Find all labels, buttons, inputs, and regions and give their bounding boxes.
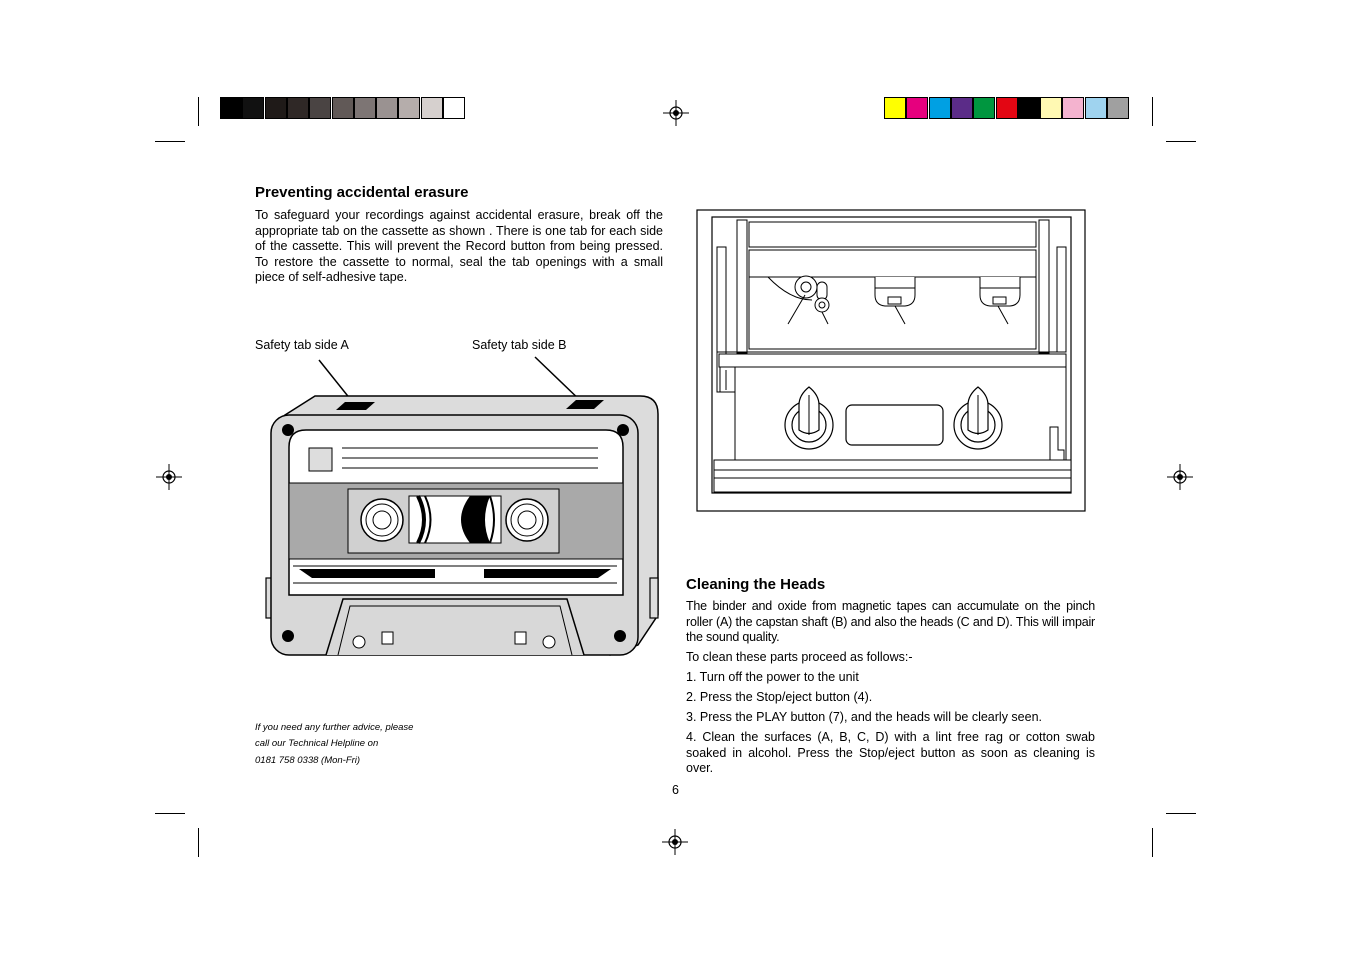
calibration-swatch xyxy=(309,97,332,119)
registration-mark-icon xyxy=(156,464,182,490)
calibration-swatch xyxy=(242,97,265,119)
calibration-swatch xyxy=(353,97,376,119)
erasure-paragraph: To safeguard your recordings against acc… xyxy=(255,208,663,284)
calibration-swatch xyxy=(443,97,465,119)
helpline-line-1: If you need any further advice, please xyxy=(255,722,414,733)
safety-tab-a-label: Safety tab side A xyxy=(255,338,349,352)
cassette-deck-heads-illustration xyxy=(696,209,1086,512)
calibration-swatch xyxy=(331,97,354,119)
crop-mark xyxy=(198,828,199,857)
calibration-swatch xyxy=(884,97,906,119)
calibration-swatch xyxy=(928,97,951,119)
crop-mark xyxy=(155,813,185,814)
safety-tab-b-label: Safety tab side B xyxy=(472,338,567,352)
registration-mark-icon xyxy=(1167,464,1193,490)
cleaning-step: 2. Press the Stop/eject button (4). xyxy=(686,690,873,704)
section-title-cleaning: Cleaning the Heads xyxy=(686,576,826,593)
calibration-swatch xyxy=(1107,97,1129,119)
calibration-swatch xyxy=(973,97,996,119)
calibration-swatch xyxy=(398,97,421,119)
helpline-line-3: 0181 758 0338 (Mon-Fri) xyxy=(255,755,361,766)
crop-mark xyxy=(198,97,199,126)
calibration-swatch xyxy=(1062,97,1085,119)
cleaning-intro: To clean these parts proceed as follows:… xyxy=(686,650,913,664)
crop-mark xyxy=(155,141,185,142)
calibration-swatch xyxy=(376,97,399,119)
calibration-swatch xyxy=(264,97,287,119)
crop-mark xyxy=(1152,97,1153,126)
calibration-swatch xyxy=(995,97,1018,119)
calibration-swatch xyxy=(1040,97,1063,119)
calibration-swatch xyxy=(906,97,929,119)
cleaning-step: 4. Clean the surfaces (A, B, C, D) with … xyxy=(686,730,1095,775)
helpline-line-2: call our Technical Helpline on xyxy=(255,738,379,749)
calibration-swatch xyxy=(950,97,973,119)
crop-mark xyxy=(1166,813,1196,814)
calibration-swatch xyxy=(220,97,242,119)
page-number: 6 xyxy=(672,783,679,797)
registration-mark-icon xyxy=(663,100,689,126)
cassette-illustration xyxy=(265,356,659,656)
cleaning-paragraph: The binder and oxide from magnetic tapes… xyxy=(686,599,1095,644)
calibration-swatch xyxy=(420,97,443,119)
registration-mark-icon xyxy=(662,829,688,855)
crop-mark xyxy=(1166,141,1196,142)
calibration-swatch xyxy=(286,97,309,119)
calibration-swatch xyxy=(1017,97,1040,119)
cleaning-step: 1. Turn off the power to the unit xyxy=(686,670,859,684)
calibration-swatch xyxy=(1084,97,1107,119)
crop-mark xyxy=(1152,828,1153,857)
section-title-erasure: Preventing accidental erasure xyxy=(255,184,469,201)
cleaning-step: 3. Press the PLAY button (7), and the he… xyxy=(686,710,1042,724)
